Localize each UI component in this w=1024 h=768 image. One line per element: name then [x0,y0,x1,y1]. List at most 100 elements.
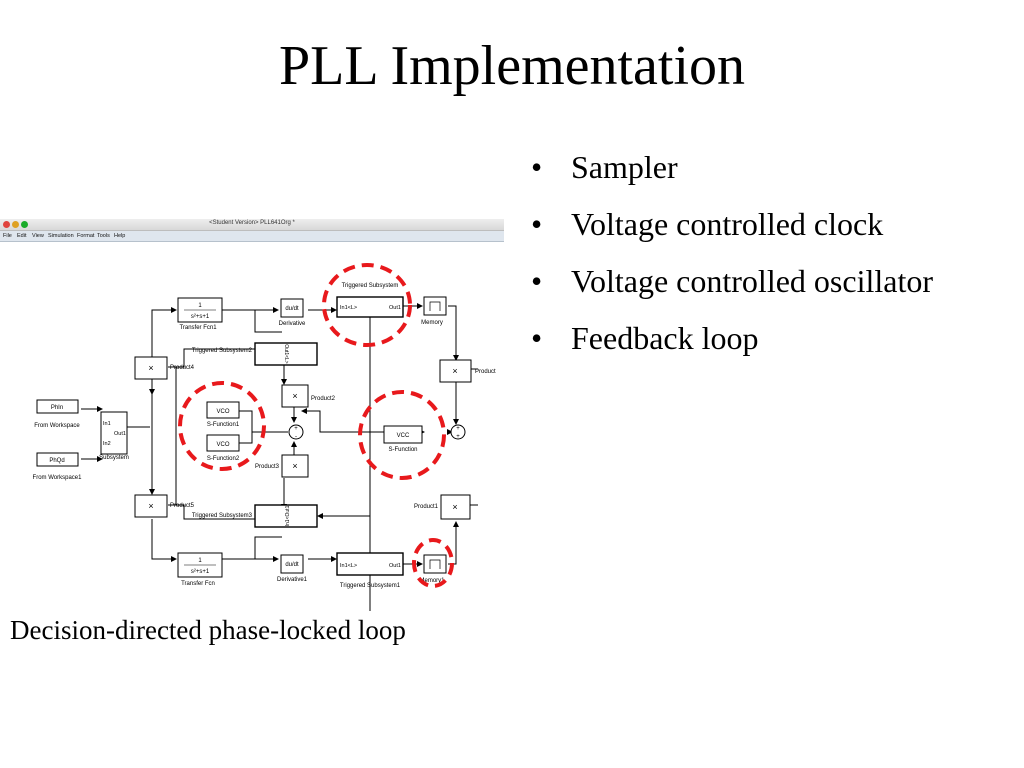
triggered-subsystem2-block[interactable]: Triggered Subsystem2 Out1<L> [192,342,318,366]
bullet-list: •Sampler •Voltage controlled clock •Volt… [527,145,997,373]
triggered-subsystem2-label: Triggered Subsystem2 [192,348,253,354]
subsystem-block[interactable]: In1 In2 Out1 Subsystem [99,411,129,461]
product1-block[interactable]: × Product1 [414,494,471,520]
triggered-subsystem1-out: Out1 [389,563,401,569]
slide-title: PLL Implementation [278,35,746,97]
product2-label: Product2 [311,396,336,402]
product2-block[interactable]: × Product2 [281,384,336,408]
minimize-window-button[interactable] [12,221,19,228]
menu-simulation[interactable]: Simulation [48,233,74,239]
simulink-window: <Student Version> PLL641Org * File Edit … [0,219,504,611]
maximize-window-button[interactable] [21,221,28,228]
subsystem-out: Out1 [114,431,126,437]
close-window-button[interactable] [3,221,10,228]
triggered-subsystem3-label: Triggered Subsystem3 [192,513,253,519]
bullet-text: Feedback loop [571,320,759,356]
bullet-text: Sampler [571,149,678,185]
product-block[interactable]: × Product [439,359,496,383]
transfer-fcn-den: s²+s+1 [191,569,210,575]
product4-sym: × [148,363,153,373]
menu-bar: File Edit View Simulation Format Tools H… [0,231,504,242]
highlight-triggered-subsystem [322,263,412,347]
s-function1-label: S-Function1 [207,422,240,428]
menu-view[interactable]: View [32,233,44,239]
phin-text: PhIn [51,405,63,411]
transfer-fcn1-label: Transfer Fcn1 [179,325,217,331]
triggered-subsystem1-block[interactable]: In1<L> Out1 Triggered Subsystem1 [336,552,404,589]
menu-edit[interactable]: Edit [17,233,27,239]
s-function1-block[interactable]: VCO S-Function1 [206,401,240,428]
product3-label: Product3 [255,464,280,470]
svg-text:+: + [456,426,460,432]
phqd-text: PhQd [49,458,64,464]
triggered-subsystem3-port: In1<Out1 [285,505,291,526]
product-sym: × [452,366,457,376]
product4-block[interactable]: × Product4 [134,356,195,380]
menu-format[interactable]: Format [77,233,95,239]
product5-block[interactable]: × Product5 [134,494,195,518]
sum-block[interactable]: + - [288,424,304,440]
svg-text:+: + [456,434,460,440]
s-function-vcc-text: VCC [397,433,410,439]
phqd-label: From Workspace1 [33,475,83,481]
transfer-fcn-block[interactable]: 1 s²+s+1 Transfer Fcn [177,552,223,587]
triggered-subsystem2-port: Out1<L> [283,344,289,364]
triggered-subsystem-out: Out1 [389,305,401,311]
derivative-text: du/dt [285,306,299,312]
sum-right-block[interactable]: + + [450,424,466,440]
subsystem-label: Subsystem [99,455,129,461]
phin-label: From Workspace [34,423,80,429]
diagram-caption: Decision-directed phase-locked loop [10,615,406,645]
bullet-text: Voltage controlled oscillator [571,263,933,299]
highlight-vcc [358,390,446,480]
phin-from-workspace-block[interactable]: PhIn From Workspace [34,399,80,429]
product3-block[interactable]: × Product3 [255,454,309,478]
bullet-text: Voltage controlled clock [571,206,884,242]
s-function1-text: VCO [216,409,229,415]
product4-label: Product4 [170,365,195,371]
subsystem-in2: In2 [103,441,111,447]
memory-label: Memory [421,320,443,326]
product2-sym: × [292,391,297,401]
phqd-from-workspace-block[interactable]: PhQd From Workspace1 [33,452,83,481]
signal-wires [81,303,478,611]
menu-help[interactable]: Help [114,233,126,239]
transfer-fcn-label: Transfer Fcn [181,581,215,587]
menu-tools[interactable]: Tools [97,233,110,239]
triggered-subsystem1-label: Triggered Subsystem1 [340,583,401,589]
triggered-subsystem1-in: In1<L> [340,563,357,569]
svg-text:+: + [294,426,298,432]
bullet-item: •Voltage controlled oscillator [531,263,933,299]
transfer-fcn1-block[interactable]: 1 s²+s+1 Transfer Fcn1 [177,297,223,331]
s-function2-label: S-Function2 [207,456,240,462]
highlight-memory1 [412,538,454,588]
product5-label: Product5 [170,503,195,509]
triggered-subsystem-in: In1<L> [340,305,357,311]
triggered-subsystem-label: Triggered Subsystem [342,283,399,289]
product-label: Product [475,369,496,375]
product3-sym: × [292,461,297,471]
s-function-vcc-block[interactable]: VCC S-Function [383,425,423,453]
triggered-subsystem-block[interactable]: Triggered Subsystem In1<L> Out1 [336,283,404,318]
derivative1-label: Derivative1 [277,577,308,583]
product1-label: Product1 [414,504,439,510]
window-titlebar: <Student Version> PLL641Org * [0,219,504,231]
derivative-block[interactable]: du/dt Derivative [279,298,306,327]
triggered-subsystem3-block[interactable]: Triggered Subsystem3 In1<Out1 [192,504,318,528]
menu-file[interactable]: File [3,233,12,239]
memory1-label: Memory1 [419,578,445,584]
derivative1-text: du/dt [285,562,299,568]
memory1-block[interactable]: Memory1 [419,554,447,584]
window-title: <Student Version> PLL641Org * [209,220,295,226]
simulink-diagram: 1 s²+s+1 Transfer Fcn1 du/dt Derivative … [33,263,496,611]
transfer-fcn1-num: 1 [198,303,202,309]
svg-text:-: - [295,434,297,440]
bullet-item: •Voltage controlled clock [531,206,884,242]
product5-sym: × [148,501,153,511]
derivative1-block[interactable]: du/dt Derivative1 [277,554,308,583]
product1-sym: × [452,502,457,512]
s-function2-text: VCO [216,442,229,448]
memory-block[interactable]: Memory [421,296,447,326]
highlight-vco [178,381,266,471]
s-function2-block[interactable]: VCO S-Function2 [206,434,240,462]
